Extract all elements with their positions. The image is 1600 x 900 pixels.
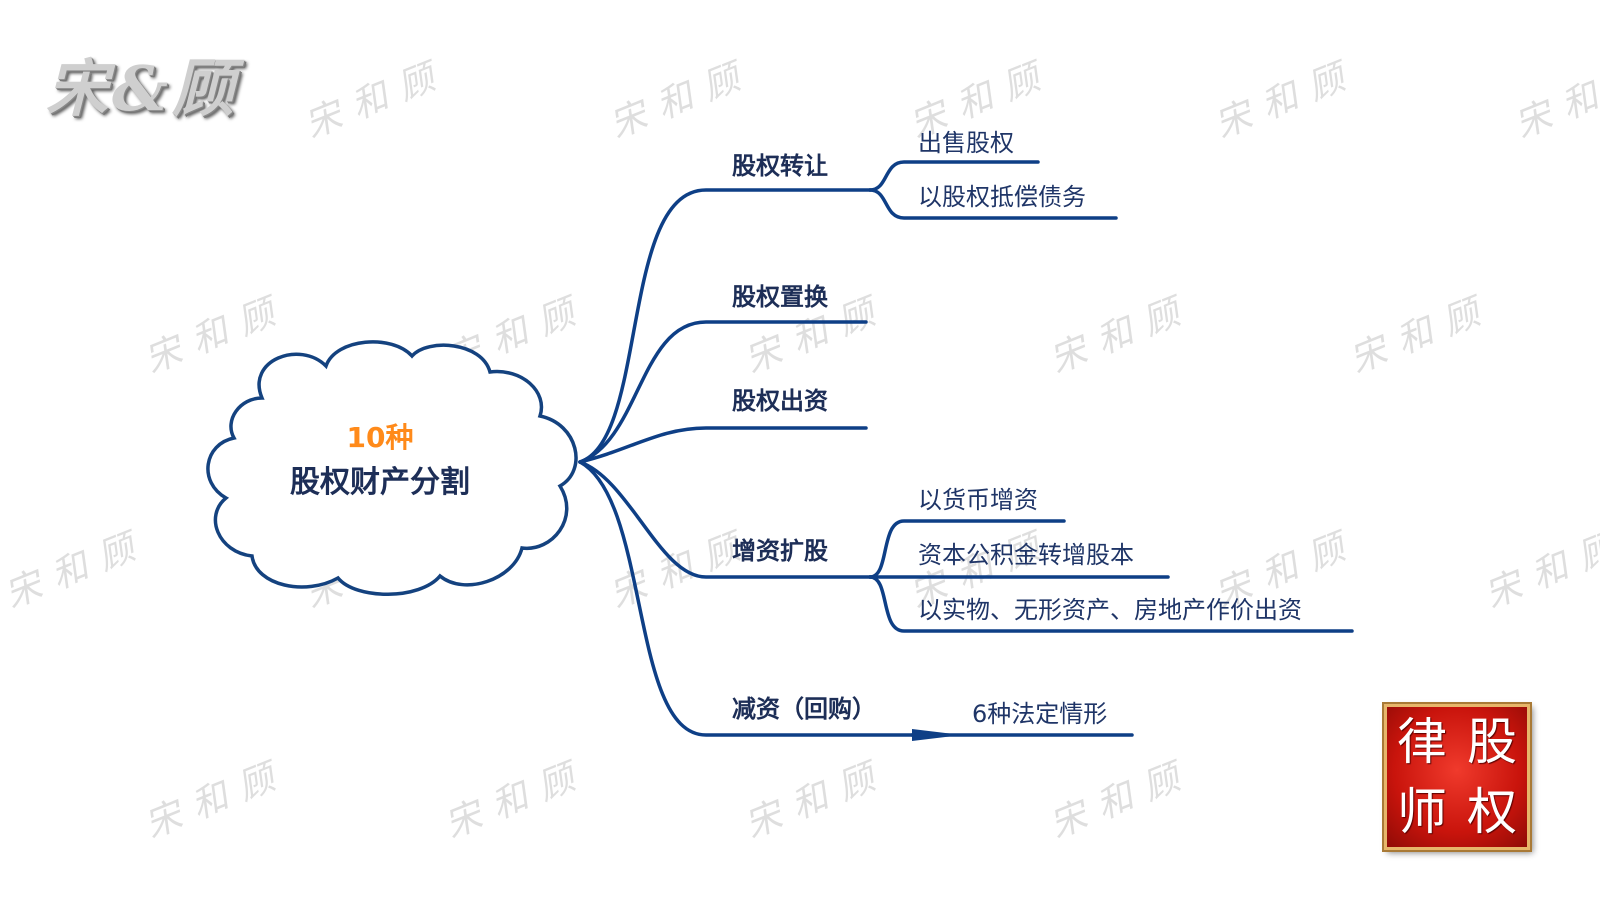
leaf-label-reserve-to-capital: 资本公积金转增股本 [918,541,1134,569]
seal-stamp: 律 股 师 权 [1384,704,1530,850]
brand-logo: 宋&顾 [46,52,238,125]
connector-main-4 [578,460,872,579]
branch-label-equity-swap: 股权置换 [732,283,828,311]
center-count: 10种 [346,421,414,454]
center-title: 股权财产分割 [290,465,470,500]
connector-main-5 [578,460,914,737]
seal-char: 股 [1467,713,1517,771]
connector-main-2 [578,320,868,464]
leaf-label-sell-equity: 出售股权 [918,129,1014,157]
leaf-label-equity-for-debt: 以股权抵偿债务 [918,183,1086,211]
seal-char: 权 [1467,783,1517,841]
connector-main-1 [578,188,872,464]
seal-char: 律 [1397,713,1447,771]
branch-label-capital-increase: 增资扩股 [732,537,828,565]
leaf-label-currency-increase: 以货币增资 [918,486,1038,514]
leaf-label-six-statutory-cases: 6种法定情形 [972,700,1108,728]
branch-label-capital-reduction: 减资（回购） [732,695,876,723]
leaf-label-in-kind-contribution: 以实物、无形资产、房地产作价出资 [918,596,1302,624]
branch-label-equity-contribution: 股权出资 [732,387,828,415]
connector-arrow [912,729,962,741]
connector-main-3 [578,426,868,464]
connector-sub-4-3 [868,575,1354,633]
connector-sub-1-1 [868,160,1040,192]
seal-char: 师 [1397,783,1447,841]
branch-label-equity-transfer: 股权转让 [732,152,828,180]
connector-sub-1-2 [868,188,1118,220]
connector-sub-4-1 [868,519,1066,579]
center-cloud-shape [206,340,578,596]
